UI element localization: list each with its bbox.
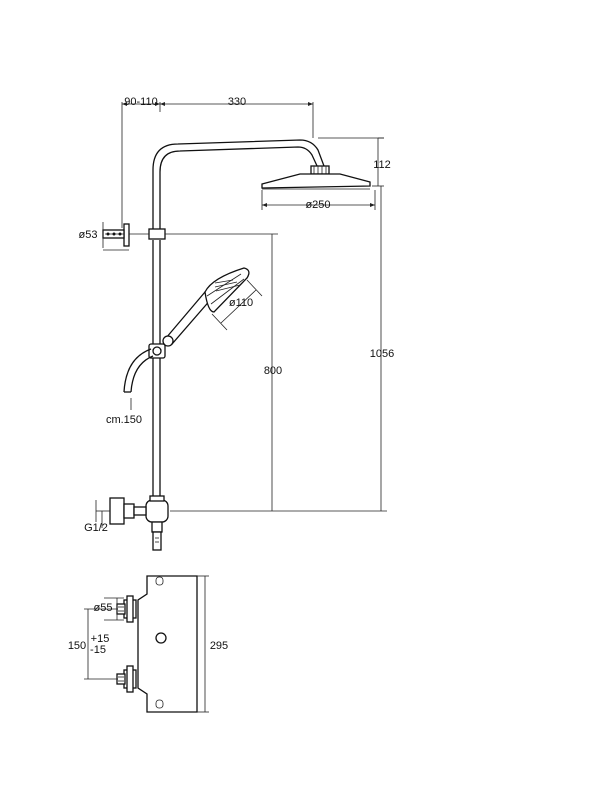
tolerance-plus-label: +15 (91, 633, 110, 645)
diverter-mixer-front (95, 495, 169, 551)
head-height-label: 112 (373, 159, 391, 171)
hose-length-label: cm.150 (106, 414, 142, 426)
rain-shower-head (261, 165, 371, 190)
shower-column (152, 139, 325, 500)
thermostatic-mixer-view (116, 575, 198, 713)
center-distance-label: 150 (68, 640, 86, 652)
bar-height-label: 800 (264, 365, 282, 377)
hand-diameter-dim (211, 279, 263, 331)
hand-diameter-label: ø110 (229, 297, 253, 309)
top-dimension-lines (121, 102, 314, 228)
thread-label: G1/2 (84, 522, 108, 534)
wall-offset-label: 90-110 (124, 96, 157, 108)
height-dims (165, 137, 387, 512)
total-height-label: 1056 (370, 348, 394, 360)
tolerance-minus-label: -15 (90, 644, 106, 656)
mixer-dims (84, 575, 209, 713)
head-diameter-label: ø250 (305, 199, 330, 211)
arm-length-label: 330 (228, 96, 246, 108)
mixer-height-label: 295 (210, 640, 228, 652)
wall-bracket (102, 222, 166, 251)
bracket-diameter-label: ø53 (79, 229, 98, 241)
flange-diameter-label: ø55 (94, 602, 113, 614)
head-diameter-dim (261, 190, 376, 210)
head-height-dim (318, 137, 384, 187)
hand-shower (148, 267, 250, 359)
shower-hose (123, 348, 154, 410)
